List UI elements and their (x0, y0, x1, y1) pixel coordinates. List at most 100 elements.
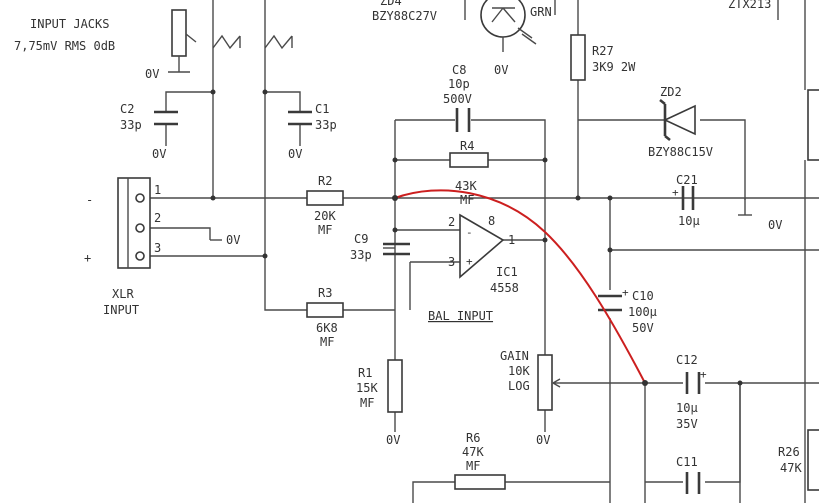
opamp-pin-plus: 3 (448, 255, 455, 269)
c12-rating: 35V (676, 417, 698, 431)
r1-value: 15K (356, 381, 378, 395)
c10-value: 100μ (628, 305, 657, 319)
opamp-pin-top: 8 (488, 214, 495, 228)
xlr-pin-2: 2 (154, 211, 161, 225)
c12-value: 10μ (676, 401, 698, 415)
input-jacks-title: INPUT JACKS (30, 17, 109, 31)
r4-value: 43K (455, 179, 477, 193)
opamp-pin-minus: 2 (448, 215, 455, 229)
bal-input-label: BAL INPUT (428, 309, 493, 323)
capacitor-c21: + (672, 186, 695, 210)
zd2-name: ZD2 (660, 85, 682, 99)
r2-value: 20K (314, 209, 336, 223)
transistor-part: ZTX213 (728, 0, 771, 11)
r4-name: R4 (460, 139, 474, 153)
r6-value: 47K (462, 445, 484, 459)
opamp-minus-sign: - (466, 226, 473, 239)
xlr-connector (117, 177, 151, 269)
led-ground: 0V (494, 63, 508, 77)
c11-name: C11 (676, 455, 698, 469)
c8-value: 10p (448, 77, 470, 91)
resistor-r1 (387, 359, 403, 413)
capacitor-c9 (383, 242, 410, 256)
right-component-top (807, 89, 819, 161)
r4-type: MF (460, 193, 474, 207)
c1-name: C1 (315, 102, 329, 116)
r1-type: MF (360, 396, 374, 410)
c10-name: C10 (632, 289, 654, 303)
ground-label-pot: 0V (145, 67, 159, 81)
jack-switch-right-icon (264, 34, 293, 50)
c2-name: C2 (120, 102, 134, 116)
svg-text:+: + (672, 186, 679, 199)
jack-trim-pot (168, 9, 197, 73)
xlr-pin-3: 3 (154, 241, 161, 255)
c12-name: C12 (676, 353, 698, 367)
zd4-name: ZD4 (380, 0, 402, 8)
r6-type: MF (466, 459, 480, 473)
opamp-part: 4558 (490, 281, 519, 295)
c8-rating: 500V (443, 92, 472, 106)
c8-name: C8 (452, 63, 466, 77)
r2-type: MF (318, 223, 332, 237)
annotation-trace (394, 189, 646, 384)
opamp-pin-out: 1 (508, 233, 515, 247)
gain-potentiometer (537, 354, 561, 411)
c1-value: 33p (315, 118, 337, 132)
capacitor-c2 (154, 110, 178, 126)
zd2-part: BZY88C15V (648, 145, 713, 159)
resistor-r4 (449, 152, 489, 168)
xlr-minus: - (86, 193, 93, 207)
jack-switch-left-icon (212, 34, 241, 50)
r2-name: R2 (318, 174, 332, 188)
pin2-ground: 0V (226, 233, 240, 247)
r6-name: R6 (466, 431, 480, 445)
opamp-plus-sign: + (466, 255, 473, 268)
opamp-ic1 (459, 213, 505, 279)
r27-value: 3K9 2W (592, 60, 636, 74)
c21-name: C21 (676, 173, 698, 187)
xlr-name: XLR (112, 287, 134, 301)
c1-ground: 0V (288, 147, 302, 161)
xlr-plus: + (84, 251, 91, 265)
xlr-pin-1: 1 (154, 183, 161, 197)
r26-name: R26 (778, 445, 800, 459)
capacitor-c8 (455, 108, 471, 132)
capacitor-c1 (288, 110, 312, 126)
resistor-r3 (306, 302, 344, 318)
r1-name: R1 (358, 366, 372, 380)
input-jacks-level: 7,75mV RMS 0dB (14, 39, 115, 53)
c10-rating: 50V (632, 321, 654, 335)
r26-value: 47K (780, 461, 802, 475)
capacitor-c11 (685, 472, 701, 494)
junction-dots (210, 89, 743, 386)
gain-value: 10K (508, 364, 530, 378)
zd4-part: BZY88C27V (372, 9, 437, 23)
xlr-sub: INPUT (103, 303, 139, 317)
capacitor-c10: + (598, 286, 629, 312)
capacitor-c12: + (685, 368, 707, 394)
r1-ground: 0V (386, 433, 400, 447)
r3-name: R3 (318, 286, 332, 300)
resistor-r26 (807, 429, 819, 491)
zener-zd2 (659, 98, 696, 142)
c9-value: 33p (350, 248, 372, 262)
c2-ground: 0V (152, 147, 166, 161)
led-color: GRN (530, 5, 552, 19)
resistor-r27 (570, 34, 586, 81)
c2-value: 33p (120, 118, 142, 132)
resistor-r2 (306, 190, 344, 206)
gain-type: LOG (508, 379, 530, 393)
c21-ground: 0V (768, 218, 782, 232)
c9-name: C9 (354, 232, 368, 246)
resistor-r6 (454, 474, 506, 490)
gain-ground: 0V (536, 433, 550, 447)
gain-name: GAIN (500, 349, 529, 363)
svg-text:+: + (700, 368, 707, 381)
led-icon (480, 0, 537, 52)
opamp-name: IC1 (496, 265, 518, 279)
c21-value: 10μ (678, 214, 700, 228)
r3-value: 6K8 (316, 321, 338, 335)
r3-type: MF (320, 335, 334, 349)
